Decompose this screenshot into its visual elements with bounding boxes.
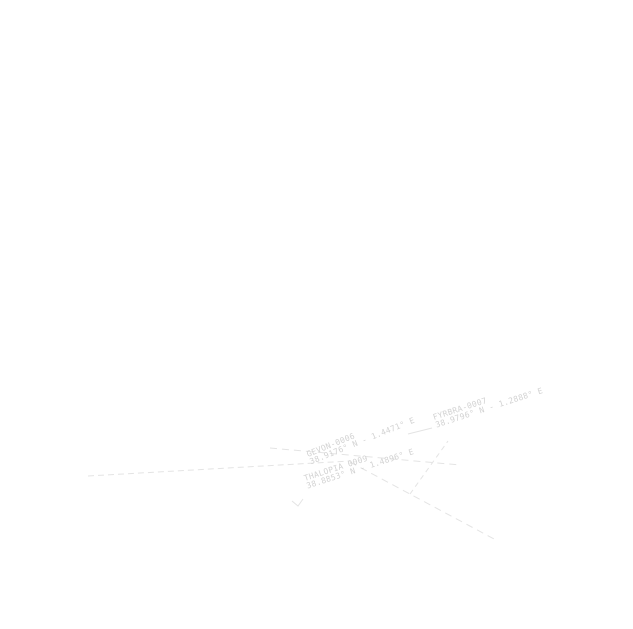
route-leg-center bbox=[269, 447, 461, 466]
route-leg-west bbox=[87, 460, 351, 477]
waypoint-marker bbox=[291, 498, 304, 507]
route-leg-short bbox=[407, 427, 433, 435]
route-leg-northeast bbox=[409, 440, 449, 495]
route-lines bbox=[87, 427, 497, 541]
waypoint-fyrbra[interactable]: FYRBRA-0007 38.9796° N - 1.2888° E bbox=[432, 379, 544, 430]
route-leg-southeast bbox=[349, 461, 497, 541]
